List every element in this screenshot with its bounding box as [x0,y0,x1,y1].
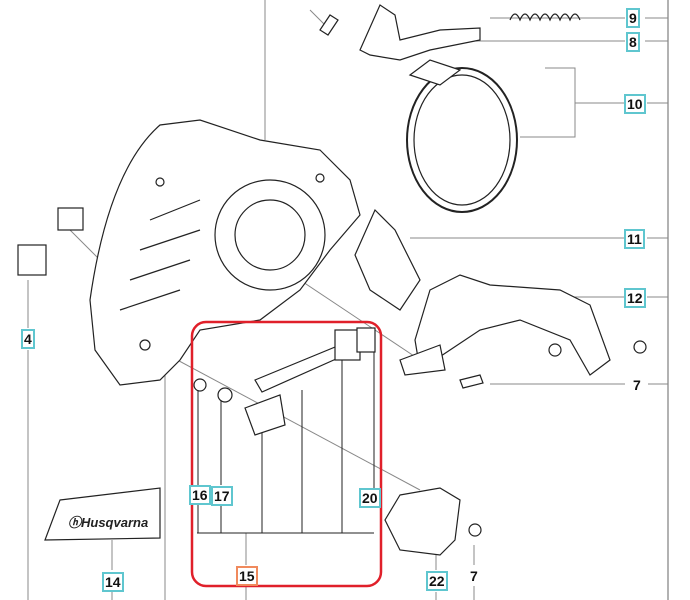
assembly-highlight-box [190,320,383,588]
callout-7[interactable]: 7 [630,375,644,395]
callout-17[interactable]: 17 [211,486,233,506]
callout-8[interactable]: 8 [626,32,640,52]
callout-10[interactable]: 10 [624,94,646,114]
callout-16[interactable]: 16 [189,485,211,505]
callout-12[interactable]: 12 [624,288,646,308]
callout-7-lower[interactable]: 7 [467,566,481,586]
callout-9[interactable]: 9 [626,8,640,28]
husqvarna-logo: ⓗHusqvarna [68,515,148,530]
callout-22[interactable]: 22 [426,571,448,591]
callout-4[interactable]: 4 [21,329,35,349]
callout-20[interactable]: 20 [359,488,381,508]
callout-14[interactable]: 14 [102,572,124,592]
callout-11[interactable]: 11 [624,229,645,249]
callout-15[interactable]: 15 [236,566,258,586]
